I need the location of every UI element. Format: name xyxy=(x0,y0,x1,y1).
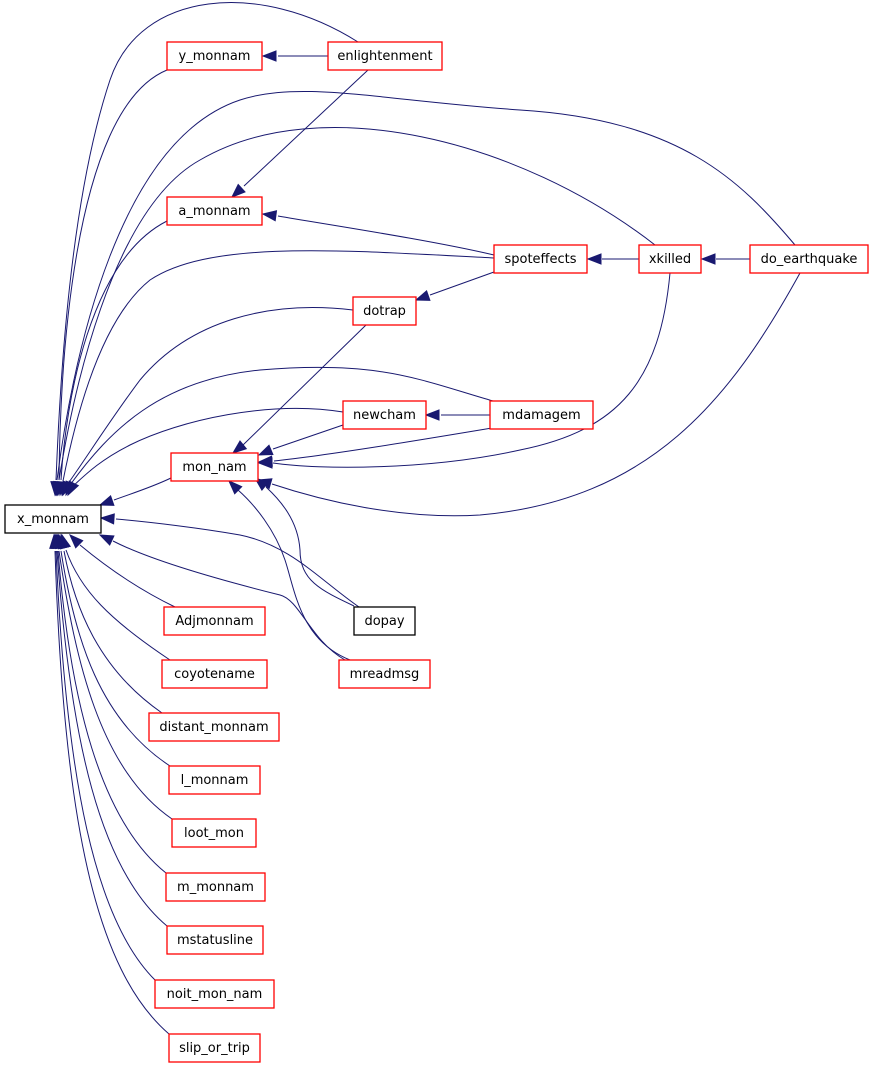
edge-enlightenment-to-x_monnam xyxy=(50,2,359,497)
node-dotrap[interactable]: dotrap xyxy=(352,296,417,326)
node-enlightenment[interactable]: enlightenment xyxy=(327,41,443,71)
node-label: mdamagem xyxy=(502,408,580,423)
node-spoteffects[interactable]: spoteffects xyxy=(493,244,588,274)
edge-mdamagem-to-x_monnam xyxy=(65,366,494,497)
node-newcham[interactable]: newcham xyxy=(342,400,427,430)
edge-distant_monnam-to-x_monnam xyxy=(57,533,163,714)
edge-dopay-to-x_monnam xyxy=(99,513,360,608)
node-label: noit_mon_nam xyxy=(167,987,263,1002)
node-slip_or_trip[interactable]: slip_or_trip xyxy=(168,1033,261,1063)
node-mstatusline[interactable]: mstatusline xyxy=(166,925,264,955)
node-label: slip_or_trip xyxy=(179,1041,250,1056)
node-label: mreadmsg xyxy=(350,667,420,682)
node-do_earthquake[interactable]: do_earthquake xyxy=(749,244,869,274)
node-label: do_earthquake xyxy=(761,252,858,267)
node-m_monnam[interactable]: m_monnam xyxy=(165,872,266,902)
edge-do_earthquake-to-xkilled xyxy=(700,253,750,265)
edge-enlightenment-to-y_monnam xyxy=(261,50,328,62)
node-mdamagem[interactable]: mdamagem xyxy=(489,400,594,430)
node-label: m_monnam xyxy=(177,880,254,895)
node-Adjmonnam[interactable]: Adjmonnam xyxy=(163,606,266,636)
node-label: Adjmonnam xyxy=(175,614,253,629)
edge-noit_mon_nam-to-x_monnam xyxy=(50,533,156,981)
node-label: a_monnam xyxy=(178,204,250,219)
edge-slip_or_trip-to-x_monnam xyxy=(49,533,170,1035)
edge-mreadmsg-to-x_monnam xyxy=(98,534,346,661)
node-loot_mon[interactable]: loot_mon xyxy=(171,818,257,848)
node-label: dotrap xyxy=(363,304,406,319)
node-label: mstatusline xyxy=(177,933,253,948)
edge-Adjmonnam-to-x_monnam xyxy=(69,534,176,608)
node-label: dopay xyxy=(364,614,404,629)
node-distant_monnam[interactable]: distant_monnam xyxy=(148,712,280,742)
node-layer: x_monnam y_monnam enlightenment a_monnam… xyxy=(4,41,869,1063)
node-label: enlightenment xyxy=(337,49,432,64)
node-label: mon_nam xyxy=(182,460,246,475)
edge-xkilled-to-spoteffects xyxy=(586,253,639,265)
edge-dotrap-to-spoteffects xyxy=(414,271,495,301)
node-label: distant_monnam xyxy=(159,720,268,735)
node-noit_mon_nam[interactable]: noit_mon_nam xyxy=(154,979,275,1009)
edge-newcham-to-x_monnam xyxy=(67,407,344,497)
edge-layer xyxy=(49,2,801,1035)
edge-do_earthquake-to-x_monnam xyxy=(51,90,796,497)
edge-newcham-to-mon_nam xyxy=(257,424,344,456)
edge-dopay-to-mon_nam xyxy=(253,477,355,607)
node-label: y_monnam xyxy=(179,49,251,64)
node-label: x_monnam xyxy=(17,512,89,527)
node-xkilled[interactable]: xkilled xyxy=(638,244,702,274)
node-label: l_monnam xyxy=(181,773,249,788)
node-mon_nam[interactable]: mon_nam xyxy=(170,452,259,482)
edge-spoteffects-to-x_monnam xyxy=(57,250,495,497)
node-label: loot_mon xyxy=(184,826,244,841)
node-label: coyotename xyxy=(174,667,255,682)
node-mreadmsg[interactable]: mreadmsg xyxy=(338,659,431,689)
edge-coyotename-to-x_monnam xyxy=(59,533,171,661)
edge-spoteffects-to-a_monnam xyxy=(261,210,495,256)
node-coyotename[interactable]: coyotename xyxy=(161,659,268,689)
node-label: xkilled xyxy=(649,252,691,267)
edge-m_monnam-to-x_monnam xyxy=(52,533,167,874)
edge-mdamagem-to-newcham xyxy=(424,409,490,421)
node-y_monnam[interactable]: y_monnam xyxy=(166,41,263,71)
node-a_monnam[interactable]: a_monnam xyxy=(166,196,263,226)
node-dopay[interactable]: dopay xyxy=(353,606,416,636)
edge-enlightenment-to-a_monnam xyxy=(230,69,369,198)
edge-dotrap-to-mon_nam xyxy=(231,324,367,454)
node-label: spoteffects xyxy=(504,252,576,267)
edge-do_earthquake-to-mon_nam xyxy=(256,272,801,517)
node-label: newcham xyxy=(353,408,416,423)
edge-mon_nam-to-x_monnam xyxy=(98,477,172,506)
node-x_monnam[interactable]: x_monnam xyxy=(4,504,102,534)
edge-mreadmsg-to-mon_nam xyxy=(228,480,351,661)
edge-mdamagem-to-mon_nam xyxy=(257,427,493,467)
node-l_monnam[interactable]: l_monnam xyxy=(168,765,261,795)
edge-xkilled-to-mon_nam xyxy=(257,272,671,469)
